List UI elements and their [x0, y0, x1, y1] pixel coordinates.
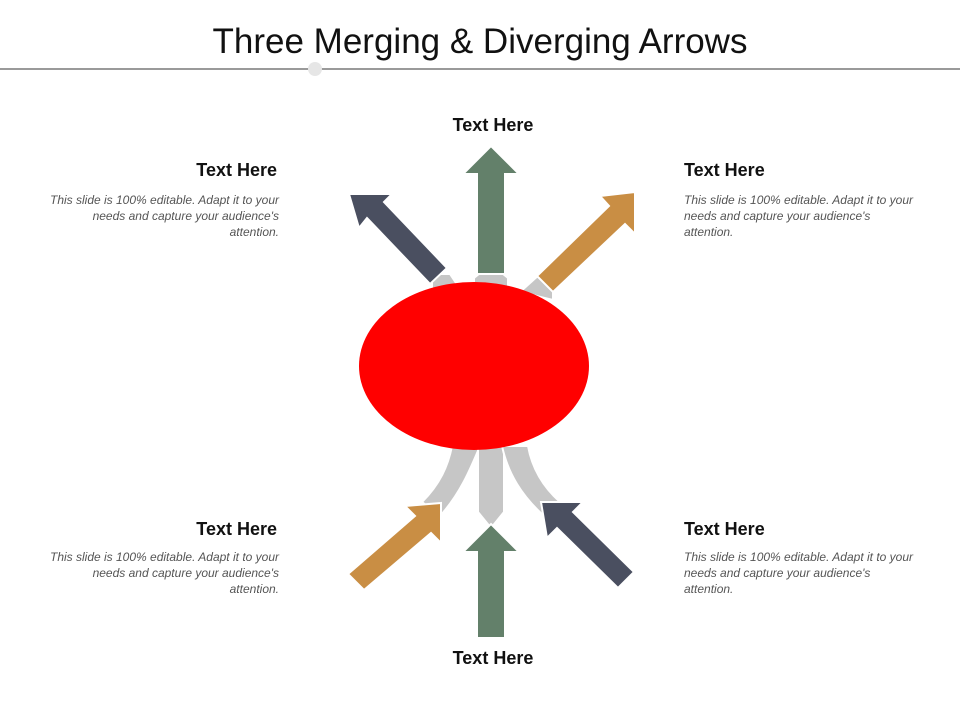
- arrow-in-bottom-left: [346, 501, 442, 592]
- top-center-heading: Text Here: [452, 115, 534, 135]
- arrow-up-center: [460, 144, 522, 275]
- arrow-in-bottom-center: [460, 522, 522, 639]
- arrow-up-right: [535, 190, 636, 294]
- bottom-right-heading: Text Here: [684, 519, 765, 539]
- central-ellipse: [359, 282, 589, 450]
- top-left-heading: Text Here: [196, 160, 277, 180]
- lower-connector-center: [477, 445, 505, 530]
- top-left-body: This slide is 100% editable. Adapt it to…: [49, 193, 279, 239]
- bottom-left-heading: Text Here: [196, 519, 277, 539]
- title-divider: [0, 68, 960, 70]
- arrow-up-left: [347, 193, 449, 286]
- arrow-in-bottom-right: [539, 501, 636, 590]
- bottom-center-heading: Text Here: [452, 648, 534, 668]
- lower-connectors: [420, 445, 562, 530]
- top-right-body: This slide is 100% editable. Adapt it to…: [684, 193, 914, 239]
- bottom-right-body: This slide is 100% editable. Adapt it to…: [684, 550, 914, 596]
- divider-dot: [308, 62, 322, 76]
- slide-title: Three Merging & Diverging Arrows: [212, 22, 748, 61]
- top-right-heading: Text Here: [684, 160, 765, 180]
- bottom-left-body: This slide is 100% editable. Adapt it to…: [49, 550, 279, 596]
